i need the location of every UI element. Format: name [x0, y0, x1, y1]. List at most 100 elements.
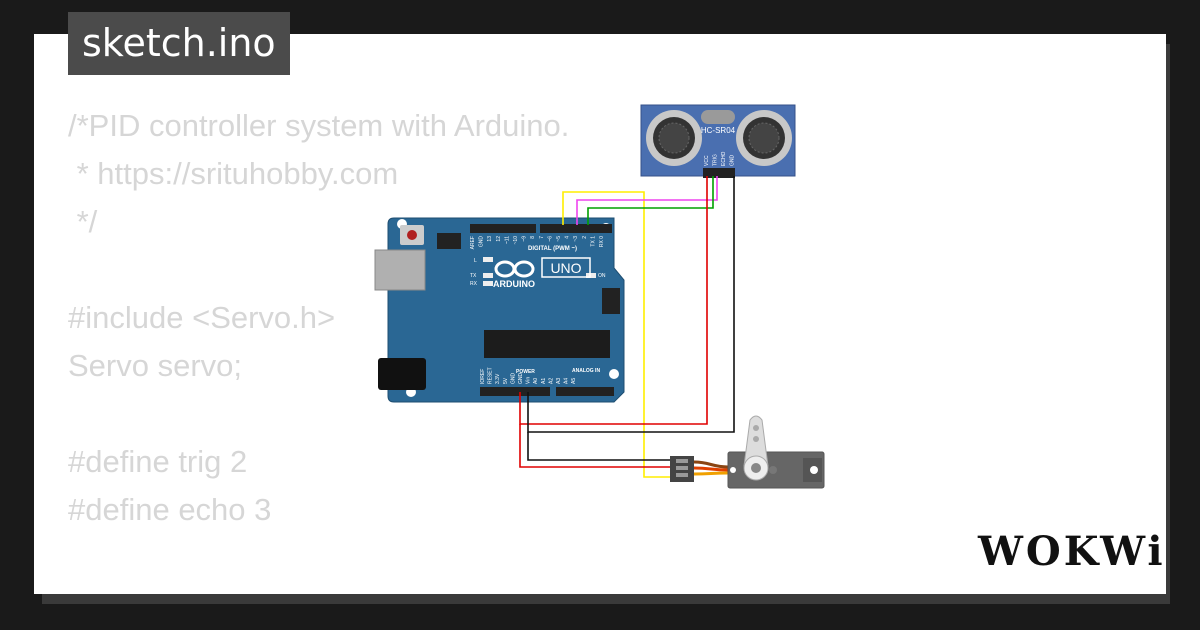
usb-connector: [374, 249, 426, 291]
code-line: //Ctrl+s to get the full code: [68, 582, 569, 594]
pin-label: A1: [541, 378, 547, 384]
pin-label: 4: [565, 236, 571, 239]
icsp-header-right: [602, 288, 620, 314]
pin-label: 2: [582, 236, 588, 239]
led-label-rx: RX: [470, 281, 478, 287]
code-line: Servo servo;: [68, 348, 243, 383]
on-label: ON: [598, 273, 606, 279]
pin-label: ~6: [547, 236, 553, 242]
pin-label: GND: [730, 155, 736, 167]
wire-yellow[interactable]: [562, 191, 672, 478]
pin-label: 12: [496, 236, 502, 242]
code-line: /*PID controller system with Arduino.: [68, 108, 570, 143]
servo-cable: [693, 460, 729, 476]
arduino-uno-board[interactable]: UNO ARDUINO DIGITAL (PWM ~) POWER ANALOG…: [374, 217, 625, 403]
reset-button-cap[interactable]: [407, 230, 417, 240]
servo-mount-hole: [810, 466, 818, 474]
arduino-brand-label: ARDUINO: [493, 279, 535, 289]
led-label-tx: TX: [470, 273, 477, 279]
code-line: * https://srituhobby.com: [68, 156, 399, 191]
pin-label: 8: [530, 236, 536, 239]
wokwi-logo[interactable]: WOKWi: [978, 528, 1166, 575]
digital-header-right: [540, 224, 612, 233]
digital-header-left: [470, 224, 536, 233]
pin-label: TX 1: [590, 236, 596, 247]
servo-shaft: [751, 463, 761, 473]
led-label-l: L: [474, 258, 477, 264]
pin-label: A5: [571, 378, 577, 384]
horn-hole: [753, 436, 759, 442]
connector-pin: [676, 473, 688, 477]
wires: [519, 176, 735, 478]
pin-label: ~5: [556, 236, 562, 242]
pin-label: VCC: [704, 155, 710, 166]
crystal: [701, 110, 735, 124]
wire-red-servo[interactable]: [519, 424, 672, 468]
code-line: #define trig 2: [68, 444, 248, 479]
servo-screw: [769, 466, 777, 474]
code-line: #include <Servo.h>: [68, 300, 336, 335]
led-tx: [483, 273, 493, 278]
pin-label: 5V: [503, 377, 509, 384]
horn-hole: [753, 425, 759, 431]
servo-motor[interactable]: [670, 415, 825, 489]
wire-black-servo[interactable]: [527, 432, 672, 461]
sensor-model-label: HC-SR04: [701, 126, 736, 135]
led-on: [586, 273, 596, 278]
pin-label: 13: [487, 236, 493, 242]
connector-pin: [676, 459, 688, 463]
pin-label: A2: [548, 378, 554, 384]
pin-label: RX 0: [599, 236, 605, 247]
pin-label: Vin: [526, 377, 532, 384]
pin-label: 3.3V: [495, 373, 501, 384]
power-jack: [378, 358, 426, 390]
pin-label: A0: [533, 378, 539, 384]
pin-label: GND: [518, 373, 524, 385]
power-header: [480, 387, 550, 396]
pin-label: 7: [539, 236, 545, 239]
pin-label: TRIG: [713, 154, 719, 166]
pin-label: ~10: [513, 236, 519, 245]
code-preview: /*PID controller system with Arduino. * …: [68, 102, 569, 594]
uno-badge: [541, 257, 591, 278]
file-name-tab[interactable]: sketch.ino: [68, 12, 290, 75]
arduino-logo-icon: [494, 260, 535, 278]
wire-green-trig[interactable]: [587, 176, 714, 225]
sensor-header: [703, 168, 735, 178]
digital-pwm-label: DIGITAL (PWM ~): [528, 246, 577, 252]
connector-pin: [676, 466, 688, 470]
servo-mount-hole: [730, 467, 736, 473]
analog-in-label: ANALOG IN: [572, 368, 600, 374]
transducer-right-icon: [736, 110, 792, 166]
wire-magenta-echo[interactable]: [576, 176, 718, 225]
pin-label: RESET: [488, 367, 494, 384]
code-line: #define echo 3: [68, 492, 272, 527]
uno-label: UNO: [550, 260, 581, 276]
pin-label: AREF: [470, 236, 476, 249]
power-label: POWER: [516, 369, 535, 375]
led-l: [483, 257, 493, 262]
mount-hole: [609, 369, 619, 379]
transducer-left-icon: [646, 110, 702, 166]
icsp-header: [437, 233, 461, 249]
pin-label: A4: [564, 378, 570, 384]
analog-header: [556, 387, 614, 396]
pin-label: GND: [510, 373, 516, 385]
pin-label: GND: [479, 236, 485, 248]
pin-label: ~3: [573, 236, 579, 242]
atmega-chip: [484, 330, 610, 358]
pin-label: ~9: [522, 236, 528, 242]
code-line: */: [68, 204, 98, 239]
led-rx: [483, 281, 493, 286]
pin-label: A3: [556, 378, 562, 384]
pin-label: IOREF: [480, 369, 486, 384]
pin-label: ECHO: [721, 151, 727, 166]
wire-black-gnd[interactable]: [527, 176, 735, 433]
wire-red-vcc[interactable]: [519, 176, 708, 425]
pin-label: ~11: [504, 236, 510, 244]
